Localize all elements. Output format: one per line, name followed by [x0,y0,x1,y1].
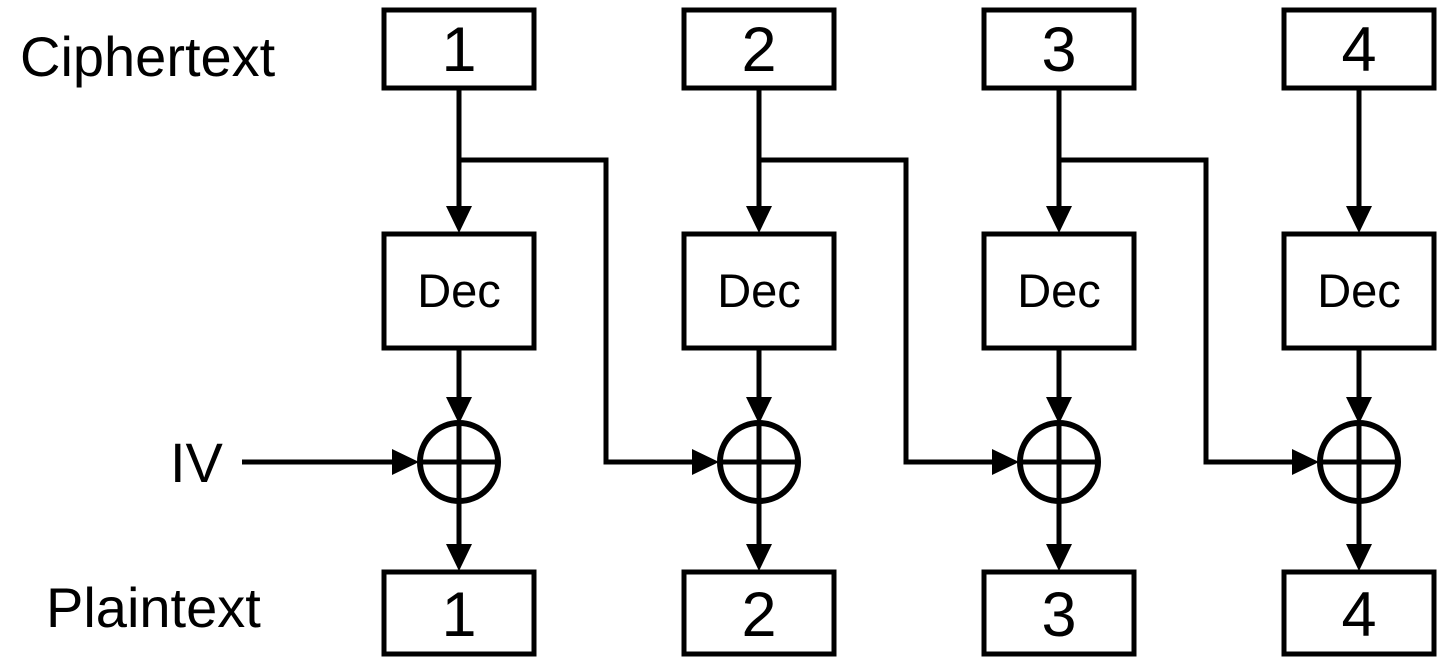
feedforward-arrowhead-icon-3 [1292,449,1319,475]
ciphertext-block-3 [981,7,1137,91]
ciphertext-to-dec-arrowhead-icon [1046,206,1072,233]
ciphertext-block-4-number: 4 [1341,15,1376,85]
plaintext-block-3 [981,569,1137,657]
feedforward-line-1-to-2 [459,157,693,465]
dec-to-xor-arrowhead-icon-3 [1046,397,1072,424]
xor-to-plaintext-arrowhead-icon-1 [446,544,472,571]
dec-box-2-label: Dec [717,264,801,317]
plaintext-block-2 [681,569,837,657]
plaintext-block-4 [1281,569,1437,657]
ciphertext-to-dec-arrowhead-icon [746,206,772,233]
xor-to-plaintext-arrowhead-icon-2 [746,544,772,571]
cipher-column-2: 2 Dec 2 [681,7,1019,657]
plaintext-block-3-number: 3 [1041,580,1076,650]
dec-box-1-label: Dec [417,264,501,317]
ciphertext-to-dec-arrowhead-icon [446,206,472,233]
cipher-column-4: 4 Dec 4 [1281,7,1437,657]
cipher-column-3: 3 Dec 3 [981,7,1319,657]
plaintext-block-2-number: 2 [741,580,776,650]
ciphertext-row-label: Ciphertext [20,25,276,88]
dec-to-xor-arrowhead-icon-4 [1346,397,1372,424]
plaintext-block-1-number: 1 [441,580,476,650]
xor-to-plaintext-arrowhead-icon-4 [1346,544,1372,571]
xor-to-plaintext-arrowhead-icon-3 [1046,544,1072,571]
feedforward-arrowhead-icon-2 [992,449,1019,475]
ciphertext-block-2-number: 2 [741,15,776,85]
ciphertext-block-2 [681,7,837,91]
dec-box-1 [381,231,537,351]
dec-box-4 [1281,231,1437,351]
cipher-column-1: 1 Dec 1 [381,7,719,657]
ciphertext-to-dec-arrowhead-icon [1346,206,1372,233]
plaintext-row-label: Plaintext [46,576,261,639]
iv-arrowhead-icon [392,449,419,475]
dec-box-3-label: Dec [1017,264,1101,317]
plaintext-block-1 [381,569,537,657]
dec-to-xor-arrowhead-icon-1 [446,397,472,424]
plaintext-block-4-number: 4 [1341,580,1376,650]
feedforward-arrowhead-icon-1 [692,449,719,475]
iv-label: IV [170,431,224,494]
dec-to-xor-arrowhead-icon-2 [746,397,772,424]
ciphertext-block-1-number: 1 [441,15,476,85]
dec-box-4-label: Dec [1317,264,1401,317]
ciphertext-block-3-number: 3 [1041,15,1076,85]
feedforward-line-3-to-4 [1059,157,1293,465]
feedforward-line-2-to-3 [759,157,993,465]
